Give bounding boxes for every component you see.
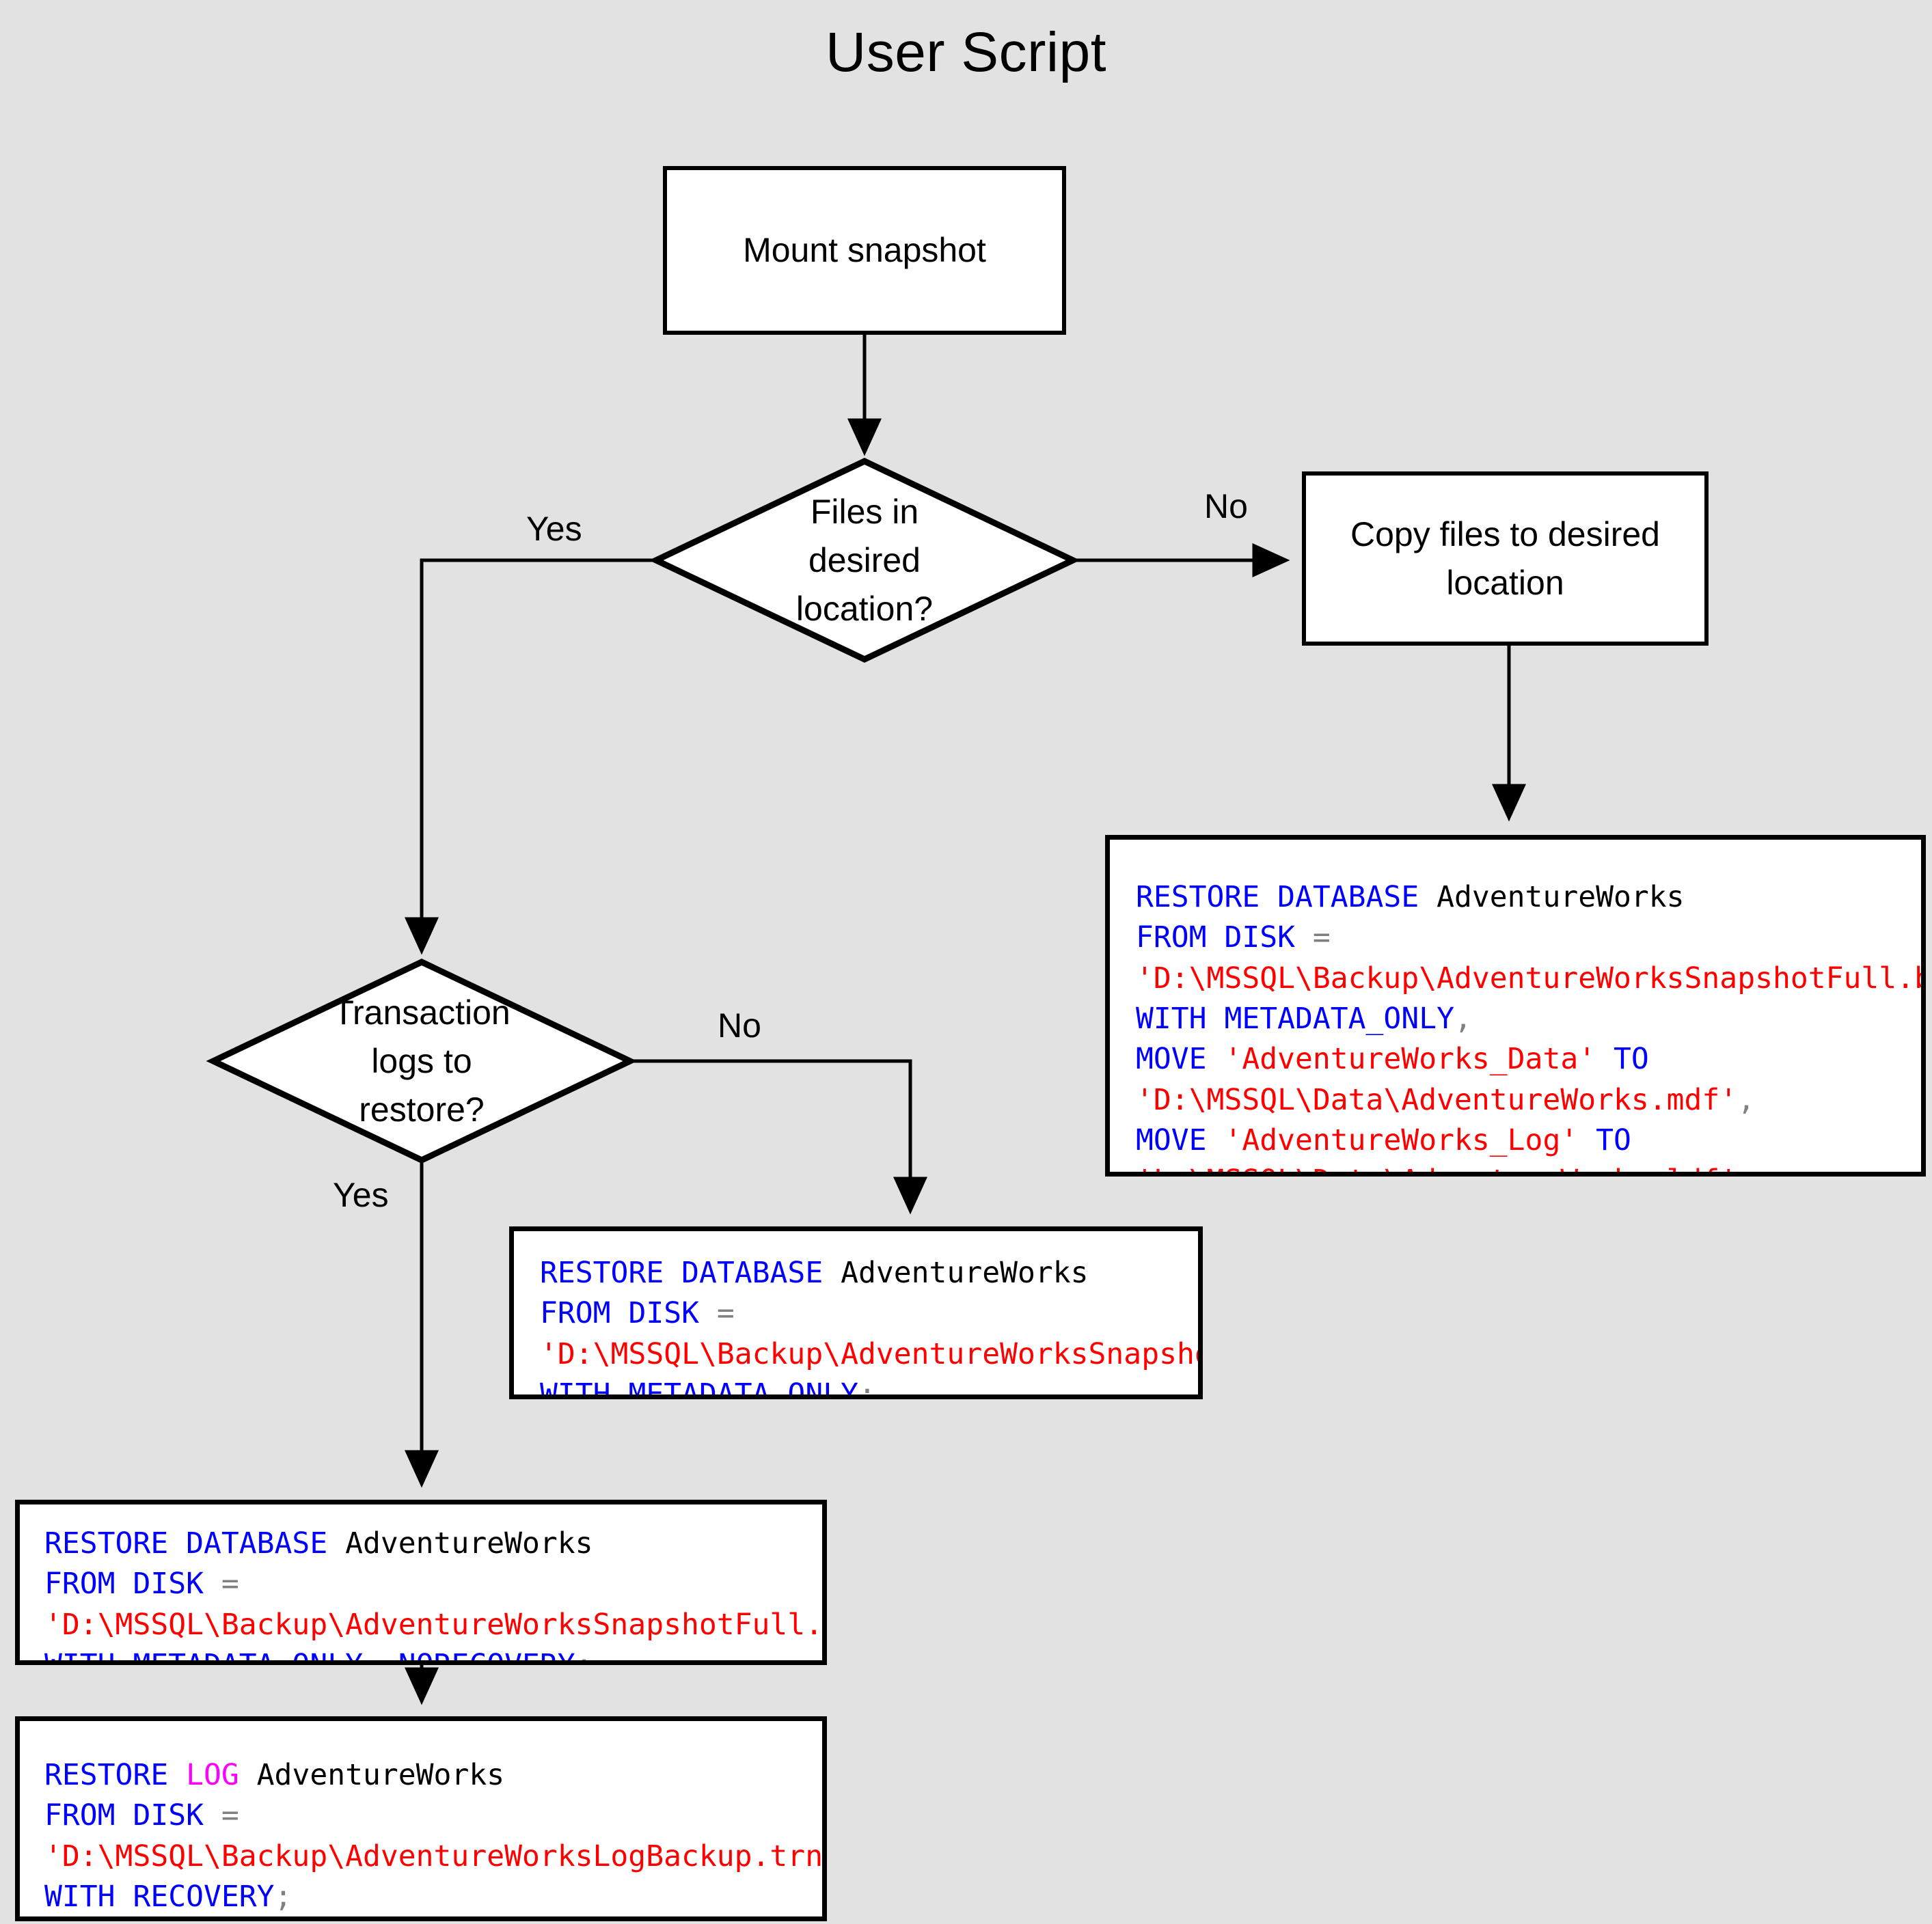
code-token-id: AdventureWorks (1437, 880, 1685, 914)
code-line: 'L:\MSSQL\Data\AdventureWorks.ldf'; (1136, 1161, 1921, 1172)
code-token-kw: RESTORE DATABASE (1136, 880, 1437, 914)
code-token-op: ; (274, 1879, 292, 1914)
code-token-kw: FROM DISK (44, 1798, 221, 1833)
code-token-kw: FROM DISK (44, 1567, 221, 1602)
code-token-str: 'D:\MSSQL\Data\AdventureWorks.mdf' (1136, 1082, 1738, 1117)
code-line: 'D:\MSSQL\Backup\AdventureWorksSnapshotF… (1136, 959, 1926, 999)
code-token-kw: FROM DISK (540, 1296, 717, 1331)
code-token-str: 'AdventureWorks_Data' (1224, 1042, 1596, 1077)
code-line: WITH METADATA_ONLY, (1136, 999, 1921, 1039)
code-token-str: 'D:\MSSQL\Backup\AdventureWorksSnapshotF… (44, 1607, 827, 1642)
code-token-op: = (1312, 920, 1331, 955)
code-line: RESTORE LOG AdventureWorks (44, 1755, 822, 1796)
decision-transaction-logs[interactable] (206, 959, 638, 1164)
code-line: MOVE 'AdventureWorks_Data' TO (1136, 1039, 1921, 1080)
code-line: MOVE 'AdventureWorks_Log' TO (1136, 1121, 1921, 1161)
edge-label-files-no: No (1204, 487, 1248, 525)
code-token-kw: TO (1578, 1123, 1631, 1157)
code-token-str: 'D:\MSSQL\Backup\AdventureWorksLogBackup… (44, 1839, 827, 1873)
code-token-kw: MOVE (1136, 1042, 1225, 1077)
code-line: 'D:\MSSQL\Data\AdventureWorks.mdf', (1136, 1080, 1921, 1121)
code-token-kw: RESTORE (44, 1758, 187, 1792)
code-token-op: ; (858, 1377, 876, 1399)
code-line: WITH METADATA_ONLY; (540, 1375, 1198, 1399)
edge-label-files-yes: Yes (526, 510, 582, 548)
code-token-str: 'D:\MSSQL\Backup\AdventureWorksSnapshotF… (1136, 961, 1926, 995)
code-line: WITH RECOVERY; (44, 1877, 822, 1916)
code-token-op: , (1454, 1001, 1472, 1036)
code-line: RESTORE DATABASE AdventureWorks (540, 1253, 1198, 1293)
code-token-kw: TO (1596, 1042, 1649, 1077)
code-token-kw: RESTORE DATABASE (540, 1256, 841, 1290)
code-token-op: ; (575, 1647, 593, 1665)
code-token-str: 'AdventureWorks_Log' (1224, 1123, 1579, 1157)
code-token-id: AdventureWorks (841, 1256, 1089, 1290)
code-token-op: = (221, 1798, 239, 1833)
code-token-op: ; (1737, 1164, 1755, 1172)
code-token-kw (239, 1758, 257, 1792)
code-line: RESTORE DATABASE AdventureWorks (1136, 877, 1921, 918)
code-line: FROM DISK = (44, 1564, 822, 1604)
code-line: 'D:\MSSQL\Backup\AdventureWorksSnapshotF… (540, 1334, 1198, 1375)
code-line: 'D:\MSSQL\Backup\AdventureWorksSnapshotF… (44, 1605, 827, 1645)
code-line: RESTORE DATABASE AdventureWorks (44, 1524, 822, 1564)
code-token-kw: FROM DISK (1136, 920, 1313, 955)
code-line: FROM DISK = (44, 1796, 822, 1836)
code-token-op: = (716, 1296, 735, 1331)
page-title: User Script (825, 21, 1106, 83)
code-token-id: AdventureWorks (345, 1526, 593, 1561)
code-token-log: LOG (186, 1758, 239, 1792)
code-line: 'D:\MSSQL\Backup\AdventureWorksLogBackup… (44, 1837, 827, 1877)
code-token-kw: MOVE (1136, 1123, 1225, 1157)
code-token-op: , (363, 1647, 381, 1665)
code-token-kw: RESTORE DATABASE (44, 1526, 346, 1561)
node-mount-snapshot[interactable]: Mount snapshot (663, 166, 1066, 335)
code-token-kw: WITH METADATA_ONLY (1136, 1001, 1454, 1036)
edge-logs-no-to-restore-metadata (630, 1059, 927, 1215)
code-line: FROM DISK = (1136, 918, 1921, 958)
code-line: WITH METADATA_ONLY, NORECOVERY; (44, 1645, 822, 1665)
code-token-kw: WITH METADATA_ONLY (540, 1377, 858, 1399)
node-mount-snapshot-label: Mount snapshot (743, 231, 986, 269)
code-token-op: = (221, 1567, 239, 1602)
code-token-op: , (1737, 1082, 1756, 1117)
code-token-id: AdventureWorks (256, 1758, 505, 1792)
code-token-kw: WITH RECOVERY (44, 1879, 275, 1914)
decision-files-in-location[interactable] (649, 458, 1080, 663)
edge-files-yes-to-logs (405, 558, 656, 955)
code-token-str: 'L:\MSSQL\Data\AdventureWorks.ldf' (1136, 1164, 1737, 1172)
code-line: FROM DISK = (540, 1293, 1198, 1334)
code-token-str: 'D:\MSSQL\Backup\AdventureWorksSnapshotF… (540, 1336, 1198, 1371)
edge-label-logs-no: No (718, 1006, 761, 1045)
edge-label-logs-yes: Yes (333, 1176, 389, 1214)
code-token-kw: WITH METADATA_ONLY (44, 1647, 363, 1665)
code-token-kw: NORECOVERY (380, 1647, 575, 1665)
